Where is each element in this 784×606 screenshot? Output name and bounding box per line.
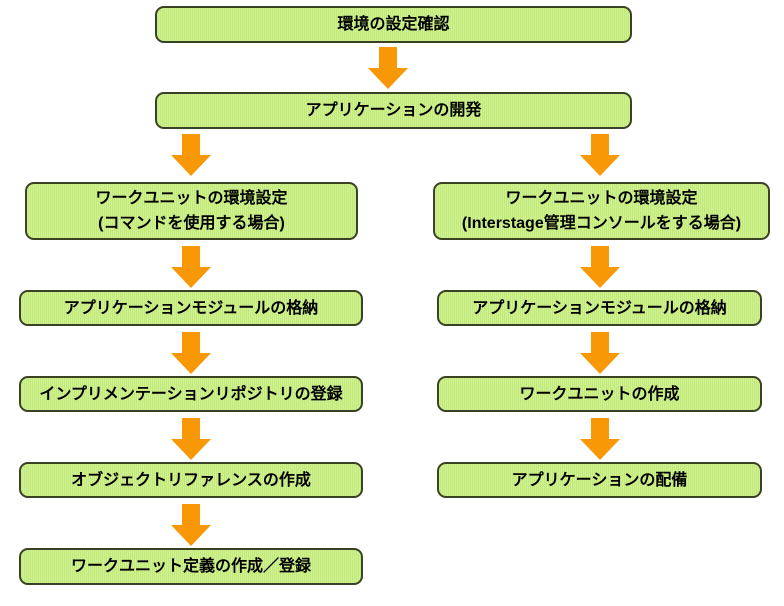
step-label-line1: ワークユニットの環境設定 <box>505 190 698 207</box>
arrow-down-icon <box>171 418 211 460</box>
arrow-stem <box>182 246 200 267</box>
step-label: オブジェクトリファレンスの作成 <box>71 471 311 489</box>
arrow-down-icon <box>580 418 620 460</box>
arrow-down-icon <box>171 246 211 288</box>
step-label: アプリケーションの配備 <box>511 471 688 489</box>
step-label-line1: ワークユニットの環境設定 <box>95 190 288 207</box>
step-label-line2: (Interstage管理コンソールをする場合) <box>461 215 742 232</box>
flow-step-right-store-application-module: アプリケーションモジュールの格納 <box>437 290 762 326</box>
arrow-head <box>580 353 620 374</box>
arrow-stem <box>591 246 609 267</box>
arrow-stem <box>591 418 609 439</box>
arrow-down-icon <box>171 332 211 374</box>
arrow-stem <box>182 504 200 525</box>
arrow-head <box>171 267 211 288</box>
flow-step-application-development: アプリケーションの開発 <box>155 92 632 129</box>
arrow-down-icon <box>171 504 211 546</box>
arrow-stem <box>591 332 609 353</box>
arrow-head <box>171 155 211 176</box>
flow-step-left-register-implementation-repository: インプリメンテーションリポジトリの登録 <box>19 376 363 412</box>
arrow-stem <box>591 134 609 155</box>
flow-step-left-create-object-reference: オブジェクトリファレンスの作成 <box>19 462 363 498</box>
step-label: アプリケーションモジュールの格納 <box>63 299 319 317</box>
arrow-down-icon <box>368 47 408 89</box>
arrow-head <box>580 439 620 460</box>
flow-step-left-create-register-workunit-definition: ワークユニット定義の作成／登録 <box>19 548 363 585</box>
arrow-down-icon <box>580 246 620 288</box>
step-label: ワークユニットの作成 <box>519 385 680 403</box>
flow-step-left-workunit-env-setup-command: ワークユニットの環境設定 (コマンドを使用する場合) <box>25 182 358 240</box>
flow-step-left-store-application-module: アプリケーションモジュールの格納 <box>19 290 363 326</box>
arrow-head <box>171 525 211 546</box>
step-label: ワークユニット定義の作成／登録 <box>70 558 311 575</box>
arrow-down-icon <box>580 332 620 374</box>
arrow-stem <box>182 418 200 439</box>
flow-step-right-create-workunit: ワークユニットの作成 <box>437 376 762 412</box>
arrow-stem <box>379 47 397 68</box>
arrow-head <box>171 439 211 460</box>
arrow-stem <box>182 332 200 353</box>
arrow-down-icon <box>580 134 620 176</box>
step-label: アプリケーションモジュールの格納 <box>472 299 727 317</box>
step-label: アプリケーションの開発 <box>305 102 482 119</box>
step-label-line2: (コマンドを使用する場合) <box>98 215 285 232</box>
arrow-down-icon <box>171 134 211 176</box>
step-label: インプリメンテーションリポジトリの登録 <box>39 385 343 403</box>
flow-step-right-deploy-application: アプリケーションの配備 <box>437 462 762 498</box>
arrow-head <box>171 353 211 374</box>
arrow-head <box>580 267 620 288</box>
flow-step-check-environment-settings: 環境の設定確認 <box>155 6 632 43</box>
step-label: 環境の設定確認 <box>337 16 450 33</box>
arrow-stem <box>182 134 200 155</box>
arrow-head <box>368 68 408 89</box>
flow-step-right-workunit-env-setup-console: ワークユニットの環境設定 (Interstage管理コンソールをする場合) <box>433 182 770 240</box>
arrow-head <box>580 155 620 176</box>
